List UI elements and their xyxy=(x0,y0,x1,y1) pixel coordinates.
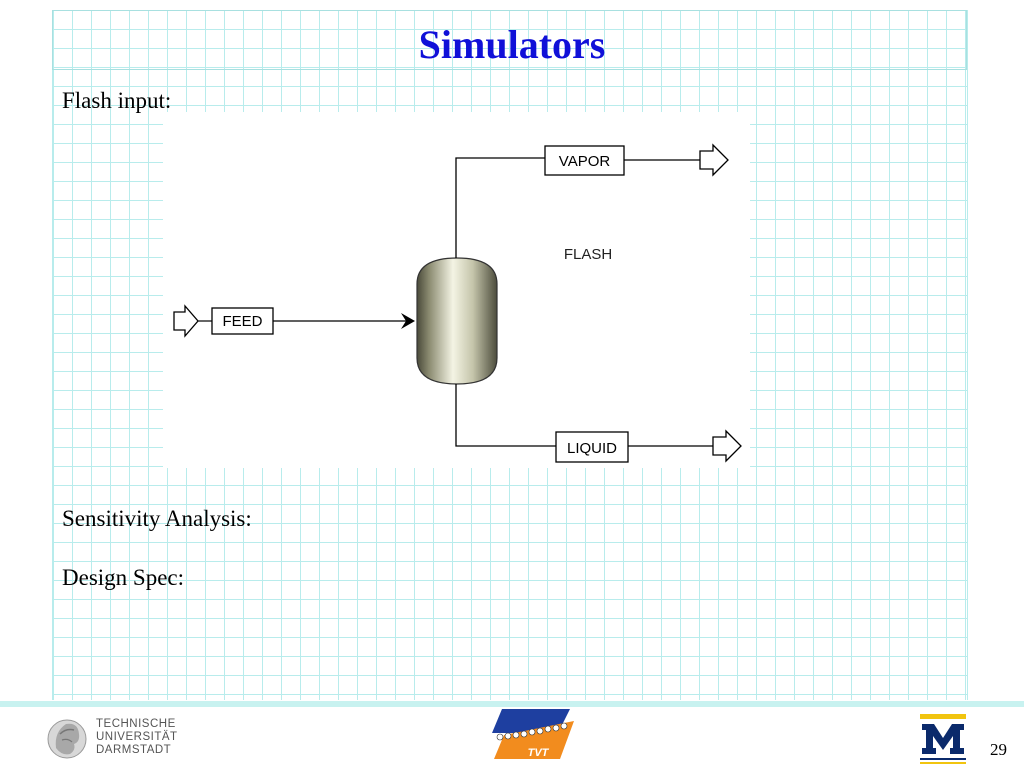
title-band xyxy=(52,10,967,70)
vapor-stream-box[interactable]: VAPOR xyxy=(544,145,625,176)
flash-flowsheet-diagram: FEED FLASH VAPOR LIQUID xyxy=(163,112,750,468)
tvt-logo-text: TVT xyxy=(528,747,550,759)
flash-block-label: FLASH xyxy=(564,246,612,263)
vapor-stream-line xyxy=(455,157,545,258)
sensitivity-analysis-label: Sensitivity Analysis: xyxy=(62,506,252,531)
tud-line-1: TECHNISCHE xyxy=(96,718,176,730)
tud-line-3: DARMSTADT xyxy=(96,744,172,756)
page-number: 29 xyxy=(990,740,1007,759)
vapor-stream-label: VAPOR xyxy=(559,153,611,170)
michigan-school-of-mines-logo xyxy=(920,714,966,764)
liquid-product-arrow-icon xyxy=(628,429,742,463)
liquid-stream-box[interactable]: LIQUID xyxy=(555,431,629,463)
design-spec-label: Design Spec: xyxy=(62,565,185,590)
feed-stream-line xyxy=(273,313,415,329)
vapor-product-arrow-icon xyxy=(624,143,729,177)
feed-stream-box[interactable]: FEED xyxy=(211,307,274,335)
liquid-stream-line xyxy=(455,384,556,447)
feed-stream-arrow-icon xyxy=(173,304,212,338)
liquid-stream-label: LIQUID xyxy=(567,440,617,457)
tvt-logo: TVT xyxy=(492,709,574,759)
footer-divider xyxy=(0,701,1024,707)
tu-darmstadt-athena-logo xyxy=(47,719,87,759)
tud-line-2: UNIVERSITÄT xyxy=(96,731,178,743)
flash-vessel-block[interactable] xyxy=(416,257,498,385)
flash-input-label: Flash input: xyxy=(62,88,172,113)
slide-title: Simulators xyxy=(418,22,606,67)
tu-darmstadt-name: TECHNISCHE UNIVERSITÄT DARMSTADT xyxy=(96,718,178,757)
feed-stream-label: FEED xyxy=(222,313,262,330)
